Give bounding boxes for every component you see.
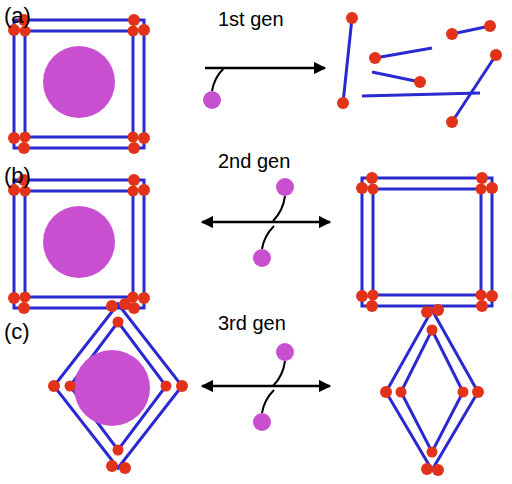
cage-with-guest — [8, 174, 150, 314]
generation-label: 2nd gen — [218, 150, 290, 172]
generation-label: 1st gen — [218, 8, 284, 30]
guest-molecule — [253, 390, 274, 431]
panel-letter: (b) — [4, 164, 31, 188]
guest-molecule — [253, 226, 274, 267]
panel-letter: (a) — [4, 4, 31, 28]
generation-label: 3rd gen — [218, 312, 286, 334]
metal-node — [337, 12, 502, 128]
cage-with-guest — [8, 14, 150, 154]
flexible-cage-with-guest — [48, 298, 188, 474]
reversible-arrow — [202, 385, 330, 388]
empty-cage — [356, 172, 498, 312]
guest-molecule — [273, 343, 294, 386]
panel-letter: (c) — [4, 320, 30, 344]
guest-molecule — [203, 68, 224, 109]
guest-molecule — [273, 178, 294, 221]
reversible-arrow — [202, 221, 330, 224]
flexible-cage-contracted — [380, 304, 484, 476]
collapsed-framework — [343, 18, 496, 122]
